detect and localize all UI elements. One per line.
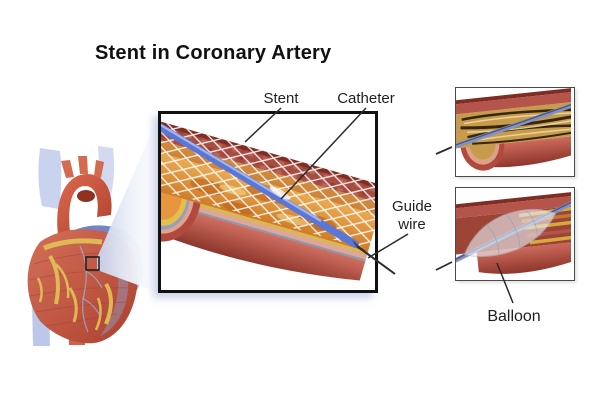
aorta-branches xyxy=(61,156,104,178)
near-wall xyxy=(476,135,571,168)
plaque-artery-illustration xyxy=(435,88,571,171)
guide-wire-shaft xyxy=(456,103,571,149)
balloon xyxy=(463,208,557,257)
media-gray-lining xyxy=(161,200,366,262)
page-title: Stent in Coronary Artery xyxy=(95,42,332,64)
heart-illustration xyxy=(27,146,143,346)
aorta xyxy=(57,174,112,234)
guide-wire xyxy=(357,246,396,275)
balloon-artery-illustration xyxy=(435,190,571,274)
balloon-folds xyxy=(486,209,538,255)
guide-wire-label: Guide wire xyxy=(391,198,433,233)
stent-artery-illustration xyxy=(161,114,396,281)
plaque-yellow-lining xyxy=(161,192,369,256)
catheter-label: Catheter xyxy=(337,90,395,107)
far-wall xyxy=(456,90,571,115)
balloon-label: Balloon xyxy=(487,308,541,325)
intima-pink-lining xyxy=(161,195,368,260)
artery-near-wall xyxy=(161,202,366,281)
balloon-stage-panel xyxy=(435,187,575,281)
plaque-stage-panel xyxy=(435,87,575,177)
aorta-opening xyxy=(77,190,95,202)
wire-tail xyxy=(435,146,453,155)
far-wall xyxy=(456,194,571,219)
stent-label: Stent xyxy=(263,90,299,107)
main-artery-panel xyxy=(158,111,396,293)
wire-tail xyxy=(435,261,453,271)
superior-vena-cava xyxy=(38,148,62,209)
